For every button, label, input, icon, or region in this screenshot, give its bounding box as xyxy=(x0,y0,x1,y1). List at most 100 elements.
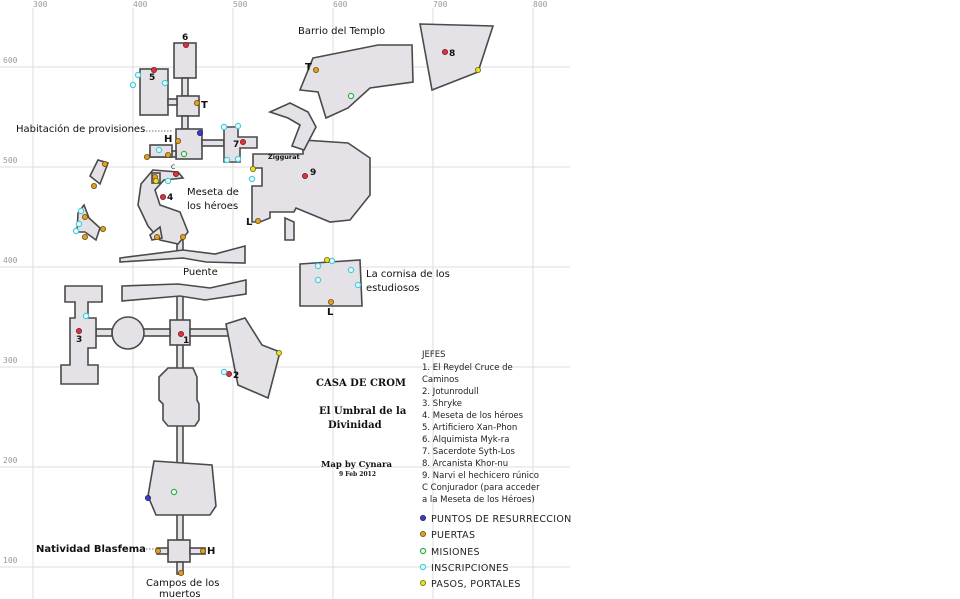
corridor xyxy=(201,139,225,147)
door-marker[interactable] xyxy=(164,151,171,158)
label-boss-9: 9 xyxy=(310,168,316,178)
boss-list-heading: JEFES xyxy=(421,350,446,360)
legend-inscriptions: INSCRIPCIONES xyxy=(431,563,509,574)
room-boss-2 xyxy=(225,317,281,400)
boss-marker[interactable] xyxy=(76,327,83,334)
door-marker[interactable] xyxy=(193,100,200,107)
boss-list-item: 2. Jotunrodull xyxy=(422,387,479,397)
resurrection-marker[interactable] xyxy=(196,129,203,136)
room-round xyxy=(111,316,145,350)
inscription-marker[interactable] xyxy=(129,81,137,89)
legend-doors: PUERTAS xyxy=(431,530,475,541)
label-campos-1: Campos de los xyxy=(146,578,220,589)
mission-marker[interactable] xyxy=(180,150,188,158)
legend-resurrection: PUNTOS DE RESURRECCION xyxy=(431,514,572,525)
legend-resurrection-swatch xyxy=(419,515,426,522)
door-marker[interactable] xyxy=(102,160,109,167)
door-marker[interactable] xyxy=(254,217,261,224)
boss-list-item: 8. Arcanista Khor-nu xyxy=(422,459,508,469)
legend-doors-swatch xyxy=(419,531,426,538)
door-marker[interactable] xyxy=(312,67,319,74)
label-puente: Puente xyxy=(183,267,218,278)
mission-marker[interactable] xyxy=(347,92,355,100)
label-ziggurat: Ziggurat xyxy=(268,153,300,161)
inscription-marker[interactable] xyxy=(220,368,228,376)
inscription-marker[interactable] xyxy=(161,79,169,87)
boss-marker[interactable] xyxy=(159,193,166,200)
door-marker[interactable] xyxy=(177,570,184,577)
label-boss-7: 7 xyxy=(233,140,239,150)
room-t xyxy=(176,95,200,117)
inscription-marker[interactable] xyxy=(223,156,231,164)
door-marker[interactable] xyxy=(82,213,89,220)
corridor xyxy=(167,98,178,106)
room-boss-5 xyxy=(139,68,169,116)
door-marker[interactable] xyxy=(82,233,89,240)
boss-marker[interactable] xyxy=(441,49,448,56)
boss-marker[interactable] xyxy=(172,170,179,177)
boss-list-item: 3. Shryke xyxy=(422,399,462,409)
room-boss-7 xyxy=(223,126,258,163)
mission-marker[interactable] xyxy=(170,488,178,496)
inscription-marker[interactable] xyxy=(164,177,172,185)
room-natividad xyxy=(167,539,191,563)
inscription-marker[interactable] xyxy=(234,122,242,130)
inscription-marker[interactable] xyxy=(234,155,242,163)
inscription-marker[interactable] xyxy=(328,257,336,265)
resurrection-marker[interactable] xyxy=(144,494,151,501)
map-subtitle-1: El Umbral de la xyxy=(319,406,407,417)
room-ziggurat xyxy=(251,139,371,223)
label-boss-6: 6 xyxy=(182,33,188,43)
x-tick: 400 xyxy=(133,0,148,9)
label-t: T xyxy=(201,100,208,111)
label-boss-5: 5 xyxy=(149,73,155,83)
door-marker[interactable] xyxy=(199,548,206,555)
door-marker[interactable] xyxy=(174,137,181,144)
door-marker[interactable] xyxy=(153,233,160,240)
label-provisiones: Habitación de provisiones xyxy=(16,123,145,135)
map-labels: Barrio del Templo Habitación de provisio… xyxy=(16,26,455,599)
inscription-marker[interactable] xyxy=(155,146,163,154)
door-marker[interactable] xyxy=(143,153,150,160)
door-marker[interactable] xyxy=(100,225,107,232)
boss-marker[interactable] xyxy=(150,67,157,74)
boss-list-item: a la Meseta de los Héroes) xyxy=(422,494,535,505)
legend-missions-swatch xyxy=(419,547,427,555)
inscription-marker[interactable] xyxy=(82,312,90,320)
door-marker[interactable] xyxy=(327,298,334,305)
door-marker[interactable] xyxy=(179,233,186,240)
label-boss-4: 4 xyxy=(167,193,173,203)
room-barrio-templo xyxy=(298,44,414,120)
portal-marker[interactable] xyxy=(474,67,481,74)
portal-marker[interactable] xyxy=(275,349,282,356)
label-h: H xyxy=(207,546,215,557)
door-marker[interactable] xyxy=(91,182,98,189)
boss-marker[interactable] xyxy=(182,42,189,49)
room-temple-link xyxy=(267,102,317,151)
legend-inscriptions-swatch xyxy=(419,563,427,571)
inscription-marker[interactable] xyxy=(72,227,80,235)
inscription-marker[interactable] xyxy=(354,281,362,289)
room-ziggurat-stub xyxy=(284,216,295,241)
portal-marker[interactable] xyxy=(249,165,256,172)
inscription-marker[interactable] xyxy=(220,123,228,131)
boss-marker[interactable] xyxy=(239,138,246,145)
inscription-marker[interactable] xyxy=(314,262,322,270)
inscription-marker[interactable] xyxy=(134,71,142,79)
room-bridge-south xyxy=(121,279,247,302)
door-marker[interactable] xyxy=(154,548,161,555)
boss-marker[interactable] xyxy=(301,172,308,179)
inscription-marker[interactable] xyxy=(248,175,256,183)
inscription-marker[interactable] xyxy=(77,207,85,215)
inscription-marker[interactable] xyxy=(347,266,355,274)
portal-marker[interactable] xyxy=(323,256,330,263)
boss-marker[interactable] xyxy=(177,330,184,337)
boss-list-item: 7. Sacerdote Syth-Los xyxy=(422,447,516,457)
map-subtitle-2: Divinidad xyxy=(328,420,382,431)
room-south-hall xyxy=(158,367,200,427)
inscription-marker[interactable] xyxy=(75,220,83,228)
x-tick: 500 xyxy=(233,0,248,9)
inscription-marker[interactable] xyxy=(314,276,322,284)
legend: PUNTOS DE RESURRECCION PUERTAS MISIONES … xyxy=(419,514,572,590)
portal-marker[interactable] xyxy=(152,177,159,184)
